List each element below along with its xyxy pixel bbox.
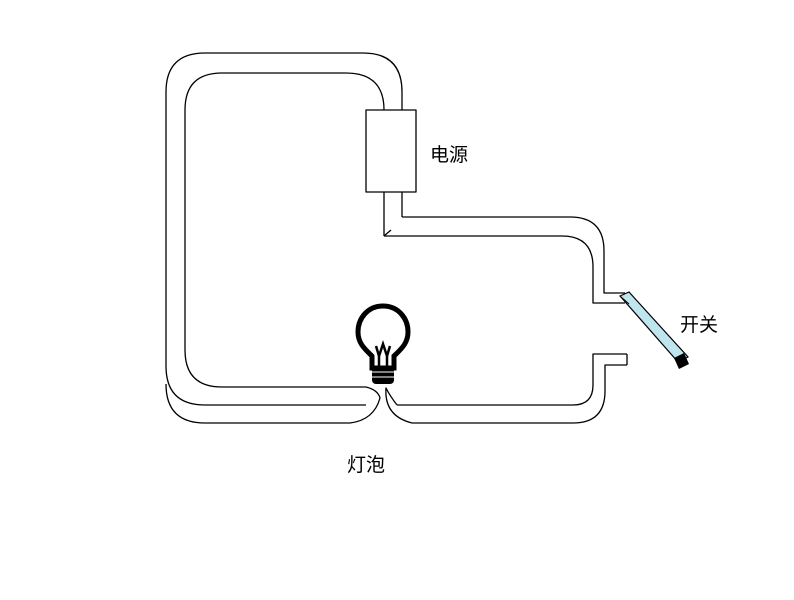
wire-inner-edge	[184, 72, 385, 388]
wire-bulb-lead-right	[385, 387, 413, 424]
light-bulb-icon	[355, 303, 411, 384]
bulb-label: 灯泡	[347, 454, 386, 476]
wire-outer-edge-bottom	[397, 353, 627, 406]
battery-icon	[365, 109, 417, 193]
switch-label: 开关	[680, 314, 719, 336]
switch-icon	[619, 291, 689, 369]
wire-inner-edge-bottom	[412, 364, 627, 424]
power-source-label: 电源	[430, 144, 469, 166]
wire-inner-edge-right	[384, 235, 625, 304]
wire-outer-edge-right	[402, 216, 625, 294]
wire-segment	[383, 229, 392, 237]
wire-bulb-lead-left	[165, 383, 381, 424]
wire-outer-edge	[165, 52, 403, 406]
